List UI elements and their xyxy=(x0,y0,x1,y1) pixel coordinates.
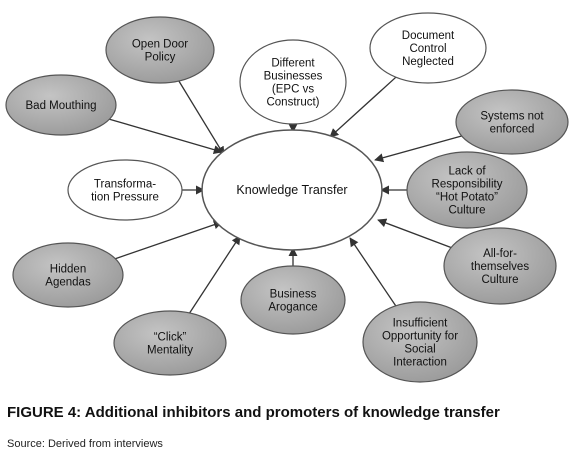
node-label-document-control-neglected-line: Document xyxy=(402,30,455,42)
node-label-document-control-neglected-line: Control xyxy=(409,43,446,55)
node-label-business-arogance-line: Arogance xyxy=(268,302,317,314)
node-label-bad-mouthing-line: Bad Mouthing xyxy=(26,100,97,112)
node-label-lack-of-responsibility-line: Culture xyxy=(448,205,485,217)
node-ellipse-click-mentality xyxy=(113,310,227,376)
node-label-all-for-themselves-line: All-for- xyxy=(483,248,517,260)
node-label-insufficient-opportunity-line: Interaction xyxy=(393,357,447,369)
node-transformation-pressure: Transforma-tion Pressure xyxy=(67,159,183,221)
node-label-click-mentality-line: “Click” xyxy=(154,332,187,344)
node-label-different-businesses-line: Construct) xyxy=(266,97,319,109)
arrow-hidden-agendas xyxy=(115,220,223,260)
node-label-lack-of-responsibility-line: Responsibility xyxy=(432,179,503,191)
node-ellipse-business-arogance xyxy=(240,265,346,335)
node-label-lack-of-responsibility-line: “Hot Potato” xyxy=(436,192,498,204)
node-ellipse-lack-of-responsibility xyxy=(406,151,528,229)
node-ellipse-systems-not-enforced xyxy=(455,89,569,155)
node-label-insufficient-opportunity-line: Insufficient xyxy=(393,318,449,330)
source-note: Source: Derived from interviews xyxy=(7,438,163,450)
node-label-insufficient-opportunity-line: Social xyxy=(404,344,435,356)
node-label-transformation-pressure-line: Transforma- xyxy=(94,179,156,191)
node-label-lack-of-responsibility-line: Lack of xyxy=(448,166,486,178)
node-label-open-door-policy-line: Open Door xyxy=(132,39,188,51)
node-ellipse-hidden-agendas xyxy=(12,242,124,308)
node-label-click-mentality: “Click”Mentality xyxy=(147,332,193,357)
arrow-systems-not-enforced xyxy=(374,135,462,163)
node-label-hidden-agendas-line: Hidden xyxy=(50,264,86,276)
arrow-bad-mouthing xyxy=(109,118,223,155)
node-label-bad-mouthing: Bad Mouthing xyxy=(26,100,97,112)
node-ellipse-document-control-neglected xyxy=(369,12,487,84)
arrow-all-for-themselves xyxy=(377,218,452,249)
node-ellipse-transformation-pressure xyxy=(67,159,183,221)
arrow-insufficient-opportunity xyxy=(349,237,397,307)
node-ellipse-bad-mouthing xyxy=(5,74,117,136)
node-label-systems-not-enforced-line: Systems not xyxy=(480,111,544,123)
arrow-document-control-neglected xyxy=(329,76,397,138)
node-label-different-businesses-line: Different xyxy=(271,58,315,70)
arrow-click-mentality xyxy=(189,235,241,314)
node-click-mentality: “Click”Mentality xyxy=(113,310,227,376)
node-label-different-businesses-line: (EPC vs xyxy=(272,84,314,96)
node-ellipse-all-for-themselves xyxy=(443,227,557,305)
node-label-transformation-pressure-line: tion Pressure xyxy=(91,192,159,204)
node-label-all-for-themselves-line: Culture xyxy=(481,274,518,286)
node-label-insufficient-opportunity-line: Opportunity for xyxy=(382,331,458,343)
node-label-transformation-pressure: Transforma-tion Pressure xyxy=(91,179,159,204)
figure-caption: FIGURE 4: Additional inhibitors and prom… xyxy=(7,404,500,421)
arrow-open-door-policy xyxy=(178,80,225,156)
node-ellipse-open-door-policy xyxy=(105,16,215,84)
node-label-all-for-themselves-line: themselves xyxy=(471,261,529,273)
node-label-document-control-neglected-line: Neglected xyxy=(402,56,454,68)
center-node-label-line: Knowledge Transfer xyxy=(236,183,347,197)
node-label-hidden-agendas-line: Agendas xyxy=(45,277,91,289)
node-label-different-businesses-line: Businesses xyxy=(264,71,323,83)
center-node-label: Knowledge Transfer xyxy=(236,183,347,197)
arrows-layer xyxy=(109,76,462,314)
center-node: Knowledge Transfer xyxy=(201,129,383,251)
center-node-ellipse xyxy=(201,129,383,251)
node-ellipse-different-businesses xyxy=(239,39,347,125)
node-label-business-arogance-line: Business xyxy=(270,289,317,301)
node-label-click-mentality-line: Mentality xyxy=(147,345,193,357)
node-ellipse-insufficient-opportunity xyxy=(362,301,478,383)
node-label-systems-not-enforced-line: enforced xyxy=(490,124,535,136)
node-label-open-door-policy-line: Policy xyxy=(145,52,176,64)
node-bad-mouthing: Bad Mouthing xyxy=(5,74,117,136)
